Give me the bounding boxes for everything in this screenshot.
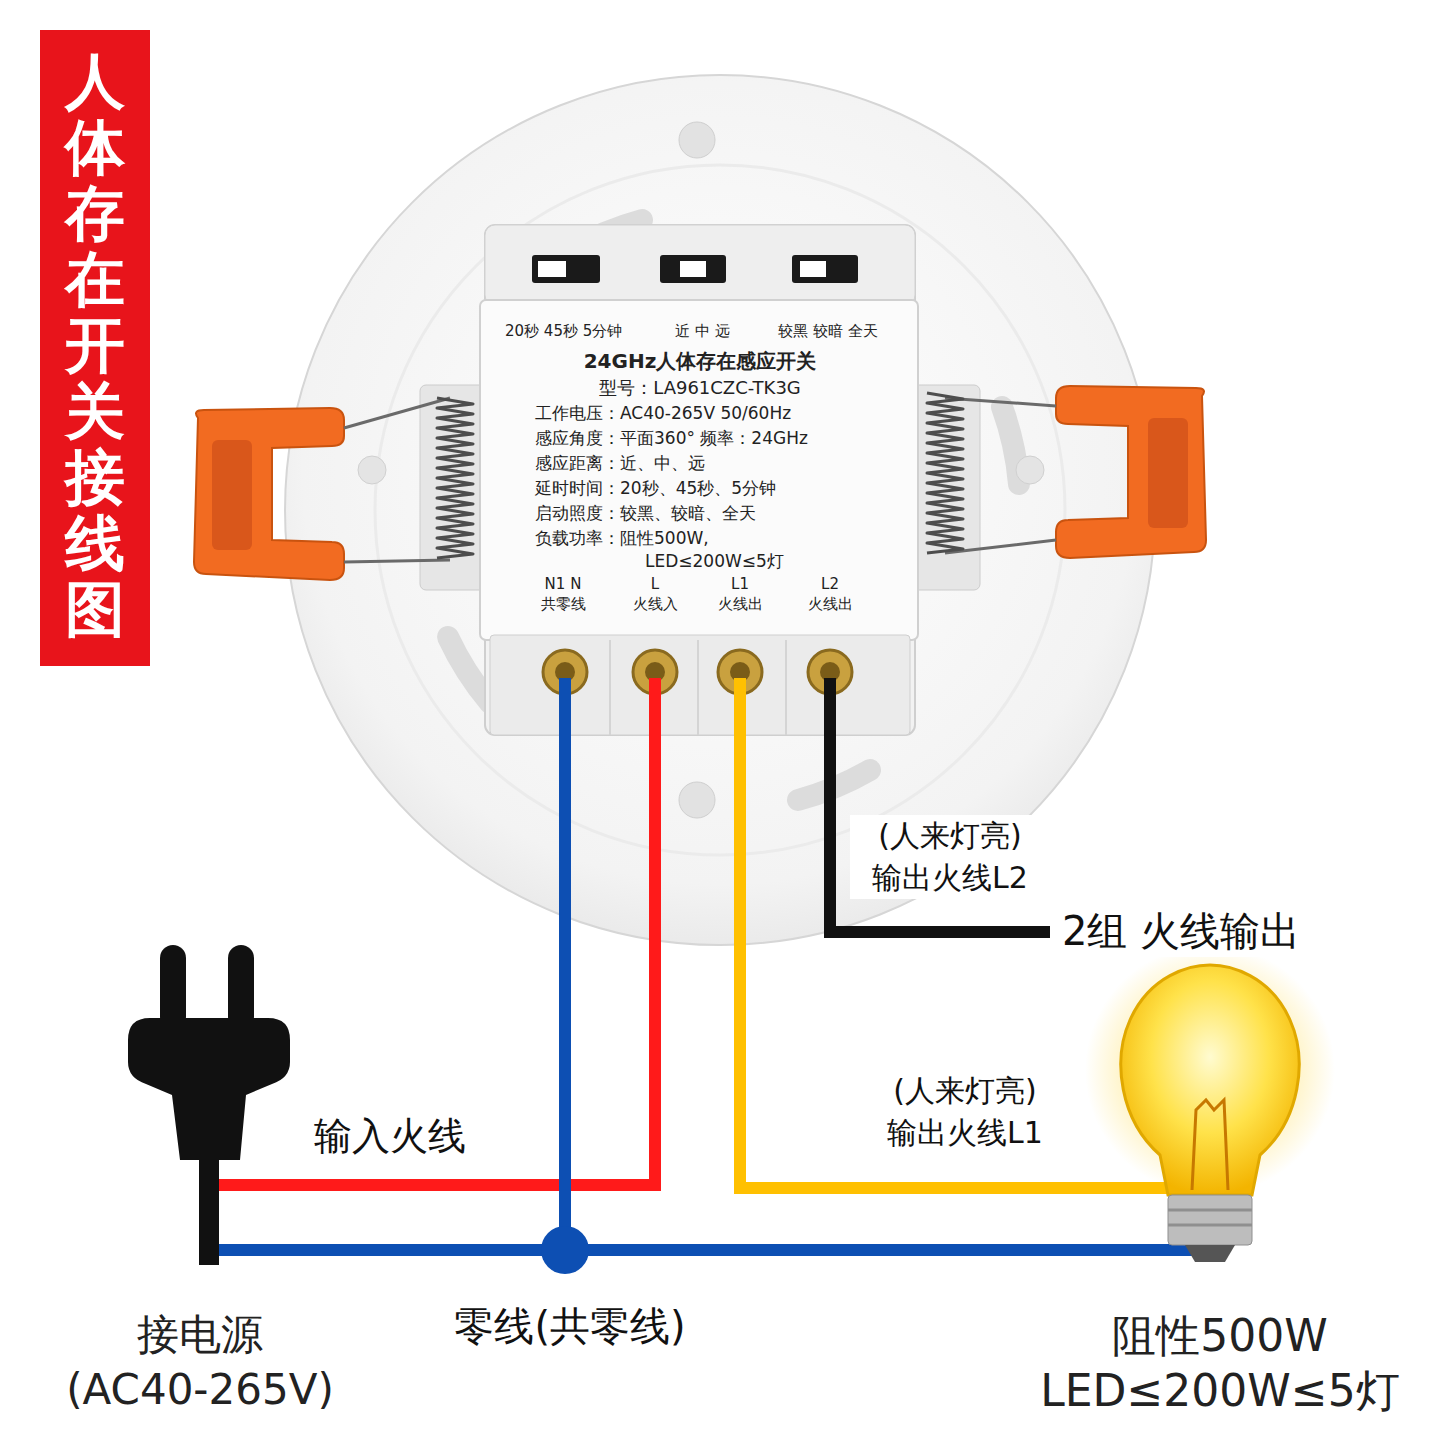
dip-switch: [532, 255, 600, 283]
spring-clip: [212, 440, 252, 550]
node-text: 共零线: [541, 595, 586, 613]
switch-housing: [485, 225, 915, 305]
wire: [565, 735, 1115, 1250]
switch-housing: [480, 300, 918, 640]
wire-label: 2组 火线输出: [1062, 905, 1300, 957]
wire-stub: [212, 678, 1205, 1250]
dip-switch: [792, 255, 858, 283]
node-text: N1 N: [545, 575, 582, 593]
light-bulb-symbol: [1185, 1245, 1235, 1262]
node-text: 较黑 较暗 全天: [778, 322, 878, 340]
node-text: 感应角度：平面360° 频率：24GHz: [535, 428, 808, 448]
node-heading: 20秒 45秒 5分钟: [505, 322, 622, 340]
power-plug-symbol: [128, 945, 290, 1265]
junction-dot: [541, 1226, 589, 1274]
light-bulb-symbol: [1168, 1210, 1252, 1225]
side-tab: [358, 456, 386, 484]
dip-switch: [532, 255, 858, 283]
switch-housing: [490, 635, 910, 735]
node-text: L: [651, 575, 659, 593]
node-text: 火线出: [718, 595, 763, 613]
spring-clip: [1148, 418, 1188, 528]
output-wire-l2: [830, 678, 1050, 932]
mounting-plate: [285, 75, 1155, 945]
dip-switch: [800, 261, 826, 277]
mounting-plate: [375, 165, 1065, 855]
light-bulb-symbol: [1192, 1100, 1228, 1190]
light-bulb-symbol: [1168, 1195, 1252, 1245]
node-text: 火线入: [633, 595, 678, 613]
switch-module: 20秒 45秒 5分钟 近 中 远 较黑 较暗 全天 24GHz人体存在感应开关型号：…: [485, 225, 915, 735]
side-tab: [358, 385, 1044, 590]
light-bulb-symbol: [1085, 945, 1335, 1195]
node-text: (AC40-265V): [66, 1365, 334, 1415]
title: 人体存在开关接线图: [65, 48, 125, 642]
power-plug-symbol: [128, 1018, 290, 1160]
switch-housing: [480, 225, 918, 735]
wire-label: (人来灯亮) 输出火线L2: [850, 815, 1050, 899]
node-text: 负载功率：阻性500W,: [535, 528, 709, 548]
output-wire-l2: [830, 678, 1050, 932]
power-plug-symbol: [199, 1155, 219, 1265]
spring-clip: [945, 386, 1206, 558]
wire: [290, 735, 655, 1185]
mounting-plate: [679, 122, 715, 158]
wire-label: 输入火线: [314, 1112, 466, 1161]
node-text: 感应距离：近、中、远: [535, 453, 705, 473]
title-band: 人体存在开关接线图: [40, 30, 150, 666]
side-tab: [912, 385, 980, 590]
light-bulb: 阻性500WLED≤200W≤5灯: [1115, 960, 1305, 1265]
dip-switch: [680, 261, 706, 277]
spring-clip: [1056, 386, 1206, 558]
wire-stub: [734, 678, 746, 736]
mounting-plate: [285, 75, 1155, 945]
power-plug: 接电源(AC40-265V): [125, 945, 290, 1265]
spring-clip: [194, 408, 344, 580]
node-text: 启动照度：较黑、较暗、全天: [535, 503, 756, 523]
light-bulb-symbol: [1085, 945, 1335, 1262]
wire: [740, 735, 1115, 1188]
wire: [290, 735, 565, 1250]
node-text: 延时时间：20秒、45秒、5分钟: [535, 478, 776, 498]
power-plug-symbol: [228, 945, 254, 1030]
spring-clip: [344, 398, 450, 562]
dip-switch: [538, 261, 566, 277]
wire-group: [290, 735, 1115, 1250]
switch-housing: [610, 640, 786, 735]
node-text: LED≤200W≤5灯: [1040, 1365, 1399, 1418]
power-plug-symbol: [160, 945, 186, 1030]
node-heading: 接电源: [137, 1310, 263, 1360]
node-heading: 阻性500W: [1112, 1310, 1328, 1363]
spring: [927, 393, 963, 553]
node-text: 火线出: [808, 595, 853, 613]
side-tab: [1016, 456, 1044, 484]
node-text: LED≤200W≤5灯: [645, 551, 784, 571]
wire-label: (人来灯亮) 输出火线L1: [860, 1070, 1070, 1154]
mounting-plate: [448, 637, 490, 703]
node-text: 近 中 远: [675, 322, 730, 340]
wire-stub: [649, 678, 661, 736]
node-text: 型号：LA961CZC-TK3G: [599, 377, 801, 399]
node-text: L1: [731, 575, 749, 593]
node-text: L2: [821, 575, 839, 593]
wire-stub: [212, 1244, 291, 1256]
terminal-screw: [543, 650, 852, 694]
node-text: 工作电压：AC40-265V 50/60Hz: [535, 403, 791, 423]
spring: [437, 398, 473, 558]
wire-label: 零线(共零线): [454, 1300, 685, 1352]
mounting-plate: [679, 782, 715, 818]
dip-switch: [660, 255, 726, 283]
wire-stub: [212, 1179, 291, 1191]
wire-stub: [559, 678, 571, 736]
node-text: 24GHz人体存在感应开关: [584, 349, 817, 373]
light-bulb-symbol: [1121, 965, 1299, 1195]
